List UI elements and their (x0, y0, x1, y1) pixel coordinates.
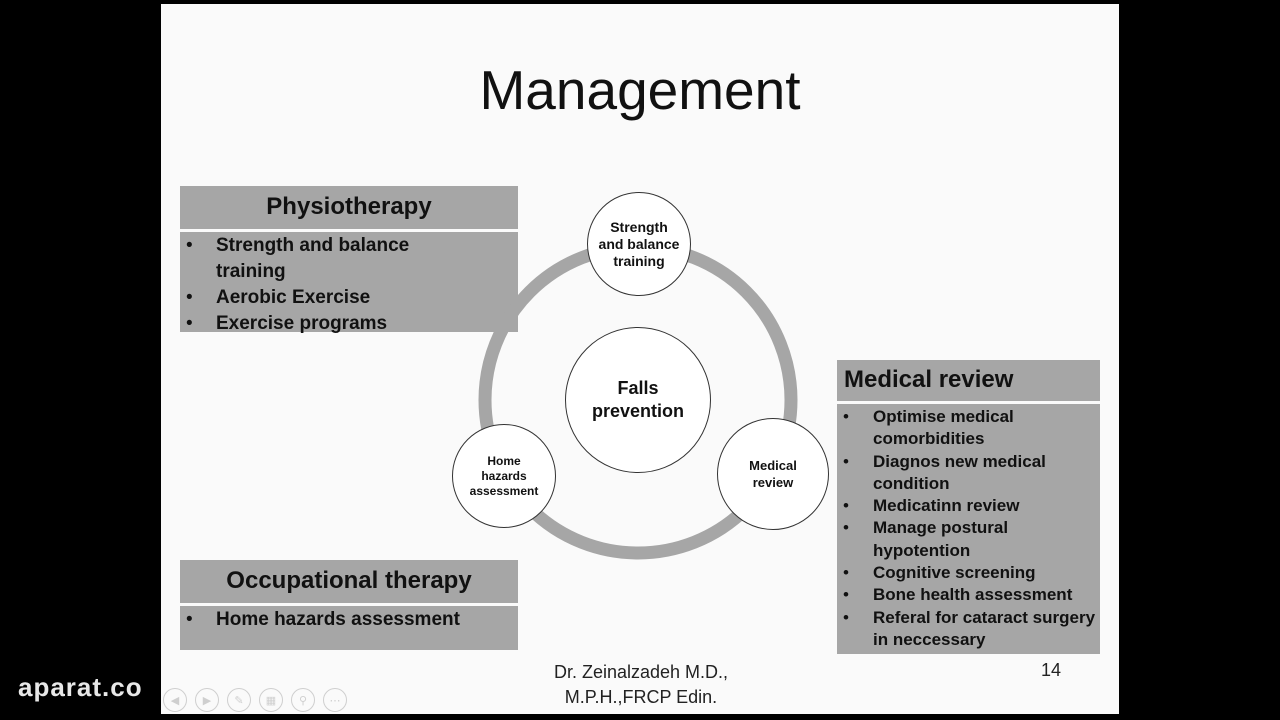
physiotherapy-heading: Physiotherapy (266, 193, 432, 220)
list-item: Diagnos new medical condition (837, 451, 1097, 496)
watermark-logo: aparat.co (18, 672, 143, 702)
node-label: Strength and balance training (598, 218, 680, 269)
node-label: Medical review (749, 458, 797, 490)
medical-review-heading: Medical review (844, 366, 1014, 393)
node-label: Falls prevention (591, 378, 684, 421)
list-item: Aerobic Exercise (180, 285, 470, 311)
medical-review-list: Optimise medical comorbidities Diagnos n… (837, 406, 1097, 651)
falls-prevention-node: Falls prevention (565, 327, 711, 473)
home-hazards-node: Home hazards assessment (452, 424, 556, 528)
list-item: Exercise programs (180, 311, 470, 337)
list-item: Cognitive screening (837, 562, 1097, 585)
list-item: Strength and balance training (180, 233, 470, 285)
strength-balance-node: Strength and balance training (587, 192, 691, 296)
box-divider (180, 229, 518, 232)
list-item: Manage postural hypotention (837, 517, 1097, 562)
pen-icon[interactable]: ✎ (227, 688, 251, 712)
slides-icon[interactable]: ▦ (259, 688, 283, 712)
occupational-therapy-box: Occupational therapy Home hazards assess… (180, 560, 518, 650)
author-line: M.P.H.,FRCP Edin. (564, 687, 718, 707)
physiotherapy-list: Strength and balance training Aerobic Ex… (180, 233, 470, 337)
slide-title: Management (479, 59, 801, 121)
list-item: Home hazards assessment (180, 607, 518, 633)
back-icon[interactable]: ◀ (163, 688, 187, 712)
medical-review-box: Medical review Optimise medical comorbid… (837, 360, 1100, 654)
author-line: Dr. Zeinalzadeh M.D., (553, 662, 729, 682)
slide: Management Physiotherapy Strength and ba… (161, 4, 1119, 714)
list-item: Optimise medical comorbidities (837, 406, 1097, 451)
slideshow-toolbar: ◀ ▶ ✎ ▦ ⚲ ⋯ (163, 688, 347, 712)
node-label: Home hazards assessment (469, 453, 539, 498)
box-divider (180, 603, 518, 606)
box-divider (837, 401, 1100, 404)
occupational-therapy-list: Home hazards assessment (180, 607, 518, 633)
list-item: Bone health assessment (837, 584, 1097, 607)
occupational-therapy-heading: Occupational therapy (226, 567, 472, 594)
medical-review-node: Medical review (717, 418, 829, 530)
list-item: Medicatinn review (837, 495, 1097, 518)
page-number: 14 (1041, 660, 1062, 680)
more-icon[interactable]: ⋯ (323, 688, 347, 712)
physiotherapy-box: Physiotherapy Strength and balance train… (180, 186, 518, 337)
slide-footer: Dr. Zeinalzadeh M.D., M.P.H.,FRCP Edin. (521, 660, 761, 710)
forward-icon[interactable]: ▶ (195, 688, 219, 712)
list-item: Referal for cataract surgery in neccessa… (837, 607, 1097, 652)
zoom-icon[interactable]: ⚲ (291, 688, 315, 712)
